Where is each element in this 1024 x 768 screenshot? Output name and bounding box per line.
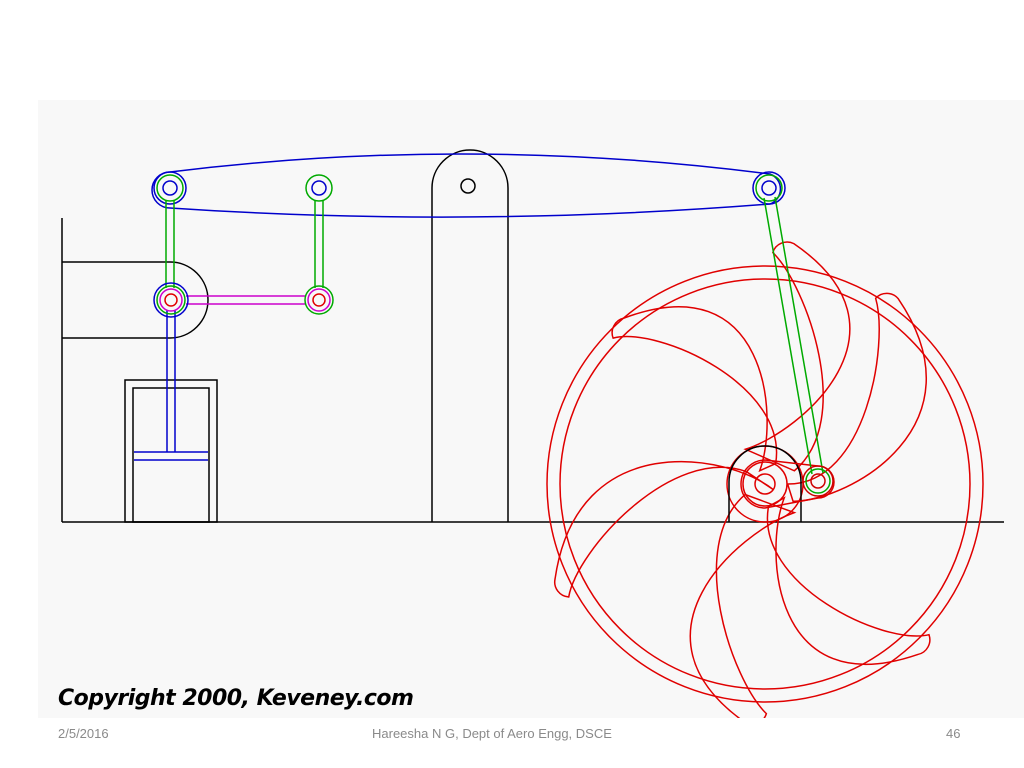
parallel-link-left <box>165 201 175 288</box>
beam-pin-right <box>752 171 786 205</box>
radius-rod-joint <box>304 285 334 315</box>
parallel-link-middle <box>314 201 324 288</box>
steam-cylinder <box>124 379 218 523</box>
beam-pivot <box>460 178 476 194</box>
crank-pin <box>802 465 834 497</box>
piston-rod <box>166 310 176 452</box>
flywheel <box>546 241 984 718</box>
footer-date: 2/5/2016 <box>58 726 109 741</box>
beam-pin-middle <box>305 174 333 202</box>
copyright-notice: Copyright 2000, Keveney.com <box>58 686 414 711</box>
center-column <box>431 149 509 522</box>
footer-page-number: 46 <box>946 726 961 741</box>
crank-bearing <box>728 445 802 522</box>
engine-house-support <box>62 261 209 339</box>
engine-diagram-panel <box>38 100 1024 718</box>
panel-background <box>38 100 1024 718</box>
crosshead-joint <box>153 282 189 318</box>
rocking-beam <box>151 153 782 218</box>
beam-pin-left <box>153 171 187 205</box>
piston <box>134 451 208 461</box>
footer-author: Hareesha N G, Dept of Aero Engg, DSCE <box>372 726 612 741</box>
radius-rod <box>186 295 306 305</box>
connecting-rod <box>763 196 824 475</box>
beam-engine-drawing <box>38 100 1024 718</box>
